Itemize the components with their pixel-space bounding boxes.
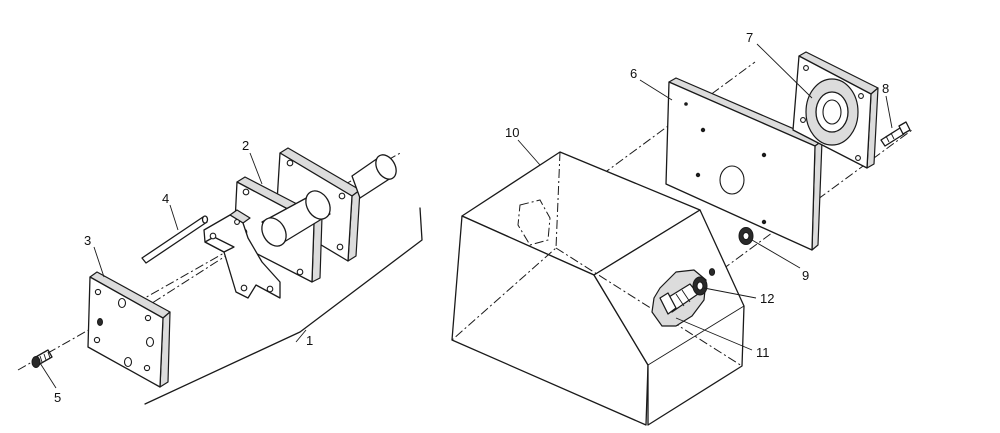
left-subassembly	[17, 147, 423, 405]
base-plate-part-3	[87, 271, 171, 388]
bolt-part-8	[880, 121, 911, 147]
callout-4: 4	[162, 191, 169, 206]
callout-7: 7	[746, 30, 753, 45]
leader-10	[517, 139, 541, 166]
callout-6: 6	[630, 66, 637, 81]
small-fastener	[708, 268, 716, 276]
pin-part-4	[141, 215, 209, 264]
leader-8	[885, 95, 893, 129]
callout-8: 8	[882, 81, 889, 96]
callout-11: 11	[756, 345, 770, 360]
center-axis-left	[17, 151, 403, 371]
leader-7	[756, 43, 813, 99]
cross-flange	[203, 209, 281, 299]
fitting-part-11	[659, 283, 699, 315]
center-axis-right	[519, 61, 756, 236]
right-subassembly	[451, 51, 913, 426]
leader-1	[295, 329, 307, 343]
leader-3	[93, 246, 105, 278]
bushing-part-9	[738, 227, 754, 245]
callout-10: 10	[505, 125, 519, 140]
callout-9: 9	[802, 268, 809, 283]
callout-3: 3	[84, 233, 91, 248]
screw-part-5	[31, 349, 53, 368]
leader-9	[751, 239, 801, 269]
callout-labels: 1 2 3 4 5 6 7 8 9 10 11 12	[54, 30, 889, 405]
callout-1: 1	[306, 333, 313, 348]
leader-11	[675, 317, 753, 351]
leader-5	[39, 362, 57, 389]
leader-6	[639, 79, 673, 101]
housing-part-10	[451, 151, 745, 426]
group-bracket-1	[144, 207, 423, 405]
leader-lines	[39, 43, 893, 389]
callout-12: 12	[760, 291, 774, 306]
callout-5: 5	[54, 390, 61, 405]
nut-part-12	[692, 276, 708, 296]
middle-plate	[233, 176, 331, 283]
callout-2: 2	[242, 138, 249, 153]
leader-12	[703, 287, 757, 299]
leader-4	[169, 204, 179, 231]
flange-part-7	[792, 51, 879, 169]
leader-2	[249, 152, 263, 185]
gasket-part-6	[665, 77, 823, 251]
